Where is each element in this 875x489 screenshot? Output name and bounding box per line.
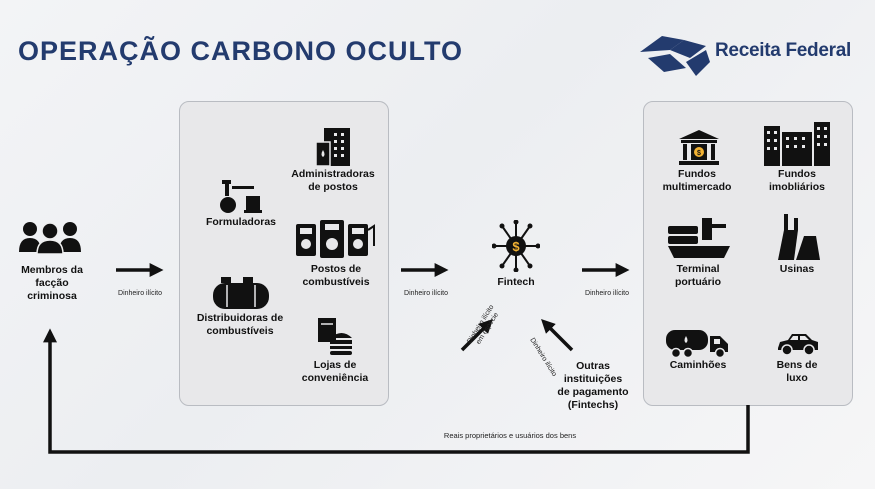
tanker-truck-icon bbox=[666, 330, 728, 358]
arrow-cash-to-fintech bbox=[460, 319, 493, 352]
people-group-icon bbox=[19, 222, 81, 254]
arrow-return-to-membros bbox=[43, 328, 750, 454]
page-title: OPERAÇÃO CARBONO OCULTO bbox=[18, 36, 464, 66]
node-postos: Postos de combustíveis bbox=[302, 263, 370, 288]
node-bens-luxo: Bens de luxo bbox=[776, 359, 818, 384]
fintech-network-icon: $ bbox=[492, 220, 540, 272]
node-formuladoras: Formuladoras bbox=[205, 216, 276, 228]
node-fundos-multimercado: Fundos multimercado bbox=[662, 168, 732, 193]
edge-label-dinheiro-1: Dinheiro ilícito bbox=[118, 290, 162, 297]
receita-federal-logo bbox=[640, 36, 710, 76]
node-outras-instituicoes: Outras instituições de pagamento (Fintec… bbox=[557, 360, 629, 411]
node-fintech: Fintech bbox=[497, 276, 535, 288]
node-distribuidoras: Distribuidoras de combustíveis bbox=[196, 312, 284, 337]
node-membros: Membros da facção criminosa bbox=[21, 264, 83, 302]
node-terminal: Terminal portuário bbox=[674, 263, 722, 288]
edge-label-dinheiro-3: Dinheiro ilícito bbox=[585, 290, 629, 297]
port-terminal-icon bbox=[668, 218, 730, 258]
lab-flask-icon bbox=[220, 180, 262, 213]
svg-text:$: $ bbox=[697, 150, 701, 157]
node-caminhoes: Caminhões bbox=[669, 359, 727, 371]
power-plant-icon bbox=[778, 214, 820, 260]
brand-name: Receita Federal bbox=[715, 40, 851, 61]
edge-label-retorno: Reais proprietários e usuários dos bens bbox=[443, 431, 577, 440]
edge-label-dinheiro-2: Dinheiro ilícito bbox=[404, 290, 448, 297]
svg-text:$: $ bbox=[512, 239, 520, 254]
bank-icon: $ bbox=[679, 130, 719, 165]
node-usinas: Usinas bbox=[779, 263, 815, 275]
node-administradoras: Administradoras de postos bbox=[291, 168, 375, 193]
node-fundos-imobiliarios: Fundos imobliários bbox=[768, 168, 825, 193]
office-building-icon bbox=[315, 128, 350, 166]
fast-food-icon bbox=[318, 318, 352, 355]
fuel-tank-icon bbox=[213, 277, 269, 309]
receita-logo-mark-icon bbox=[640, 36, 710, 76]
node-lojas: Lojas de conveniência bbox=[301, 359, 369, 384]
fuel-pumps-icon bbox=[296, 220, 375, 258]
sports-car-icon bbox=[778, 334, 818, 356]
arrow-outras-to-fintech bbox=[541, 319, 574, 352]
city-buildings-icon bbox=[764, 122, 830, 166]
